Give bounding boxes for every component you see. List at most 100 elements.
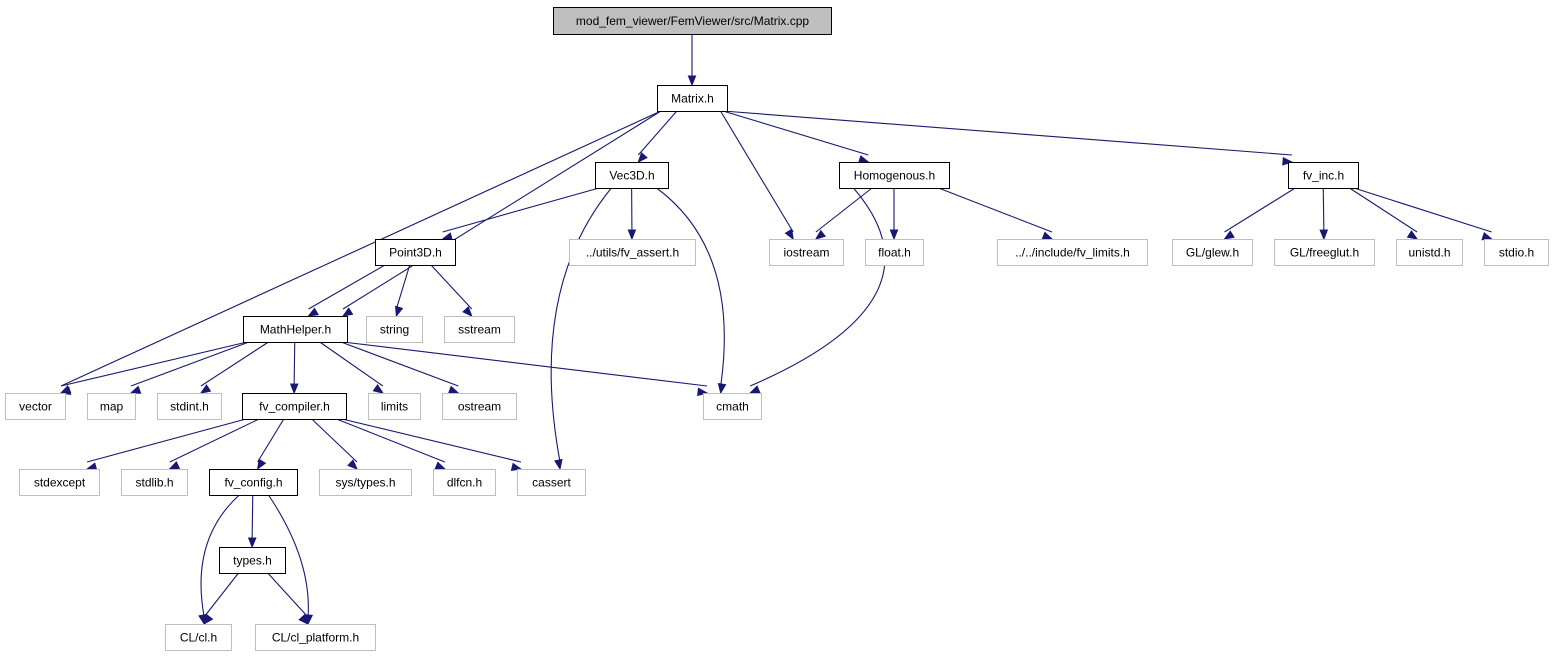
node-label: Matrix.h — [671, 92, 714, 106]
edge-line — [268, 494, 309, 618]
node-box — [255, 624, 376, 651]
edge-line — [1322, 187, 1325, 233]
node-string: string — [366, 316, 423, 343]
node-box — [368, 393, 421, 420]
node-box — [1288, 162, 1359, 189]
node-box — [865, 239, 924, 266]
node-box — [243, 316, 348, 343]
edge-line — [86, 418, 247, 463]
arrowhead-icon — [1481, 231, 1493, 241]
edge-line — [637, 110, 678, 156]
arrowhead-icon — [814, 229, 827, 240]
edge-line — [267, 572, 309, 618]
node-dlfcn: dlfcn.h — [433, 469, 496, 496]
edge-root-to-matrix — [687, 34, 697, 87]
node-fvconfig[interactable]: fv_config.h — [209, 469, 298, 496]
node-label: stdint.h — [170, 400, 209, 414]
node-box — [5, 393, 66, 420]
node-box — [517, 469, 586, 496]
node-cmath: cmath — [703, 393, 762, 420]
node-box — [209, 469, 298, 496]
node-box — [242, 393, 347, 420]
arrowhead-icon — [1282, 156, 1294, 166]
node-box — [839, 162, 950, 189]
edge-matrix-to-vec3d — [637, 110, 678, 164]
edge-line — [720, 110, 794, 233]
node-stdlib: stdlib.h — [121, 469, 188, 496]
node-clplatform: CL/cl_platform.h — [255, 624, 376, 651]
arrowhead-icon — [256, 458, 267, 471]
node-freeglut: GL/freeglut.h — [1274, 239, 1375, 266]
arrowhead-icon — [637, 151, 648, 164]
arrowhead-icon — [394, 305, 404, 318]
node-label: string — [380, 323, 409, 337]
edge-line — [293, 341, 296, 387]
nodes-layer: mod_fem_viewer/FemViewer/src/Matrix.cppM… — [5, 7, 1549, 651]
arrowhead-icon — [1319, 229, 1329, 241]
node-label: CL/cl.h — [180, 631, 217, 645]
arrowhead-icon — [784, 228, 794, 241]
edge-fvinc-to-freeglut — [1319, 187, 1329, 241]
node-homogenous[interactable]: Homogenous.h — [839, 162, 950, 189]
edge-line — [251, 494, 254, 541]
node-stdint: stdint.h — [157, 393, 222, 420]
edge-mathhelper-to-limits — [319, 341, 384, 394]
node-mathhelper[interactable]: MathHelper.h — [243, 316, 348, 343]
node-label: sys/types.h — [335, 476, 395, 490]
arrowhead-icon — [858, 155, 870, 164]
node-label: vector — [19, 400, 52, 414]
edge-line — [1349, 187, 1418, 233]
node-label: dlfcn.h — [447, 476, 482, 490]
node-label: CL/cl_platform.h — [272, 631, 359, 645]
arrowhead-icon — [748, 385, 761, 394]
node-label: ../utils/fv_assert.h — [586, 246, 679, 260]
arrowhead-icon — [129, 385, 142, 394]
node-label: iostream — [783, 246, 829, 260]
node-box — [319, 469, 412, 496]
node-point3d[interactable]: Point3D.h — [375, 239, 456, 266]
node-sstream: sstream — [444, 316, 515, 343]
arrowhead-icon — [447, 385, 460, 394]
node-label: ../../include/fv_limits.h — [1015, 246, 1130, 260]
edge-line — [257, 418, 285, 463]
node-systypes: sys/types.h — [319, 469, 412, 496]
arrowhead-icon — [1223, 230, 1235, 240]
edge-fvcompiler-to-cassert — [341, 418, 523, 471]
arrowhead-icon — [199, 384, 212, 394]
node-label: MathHelper.h — [260, 323, 331, 337]
arrowhead-icon — [510, 462, 523, 471]
node-box — [595, 162, 669, 189]
edge-line — [308, 264, 386, 310]
edge-fvconfig-to-typesh — [247, 494, 257, 549]
arrowhead-icon — [203, 613, 214, 626]
edge-matrix-to-homogenous — [722, 110, 870, 164]
arrowhead-icon — [168, 460, 181, 470]
edge-line — [336, 418, 446, 463]
node-label: types.h — [233, 554, 272, 568]
node-vec3d[interactable]: Vec3D.h — [595, 162, 669, 189]
edge-line — [60, 110, 662, 387]
node-label: cassert — [532, 476, 571, 490]
node-glew: GL/glew.h — [1172, 239, 1253, 266]
node-box — [165, 624, 232, 651]
arrowhead-icon — [1406, 230, 1419, 240]
edge-matrix-to-fvinc — [722, 110, 1294, 166]
node-box — [442, 393, 517, 420]
node-root[interactable]: mod_fem_viewer/FemViewer/src/Matrix.cpp — [553, 7, 832, 35]
node-label: stdio.h — [1499, 246, 1534, 260]
arrowhead-icon — [889, 229, 899, 241]
edge-line — [442, 187, 600, 233]
edge-line — [169, 418, 260, 463]
node-typesh[interactable]: types.h — [219, 547, 286, 574]
node-unistd: unistd.h — [1396, 239, 1463, 266]
arrowhead-icon — [341, 307, 354, 317]
node-fvinc[interactable]: fv_inc.h — [1288, 162, 1359, 189]
node-stdio: stdio.h — [1484, 239, 1549, 266]
arrowhead-icon — [307, 307, 319, 317]
node-box — [433, 469, 496, 496]
node-fvcompiler[interactable]: fv_compiler.h — [242, 393, 347, 420]
node-clh: CL/cl.h — [165, 624, 232, 651]
arrowhead-icon — [347, 459, 358, 470]
node-matrix[interactable]: Matrix.h — [657, 85, 728, 112]
node-vector: vector — [5, 393, 66, 420]
